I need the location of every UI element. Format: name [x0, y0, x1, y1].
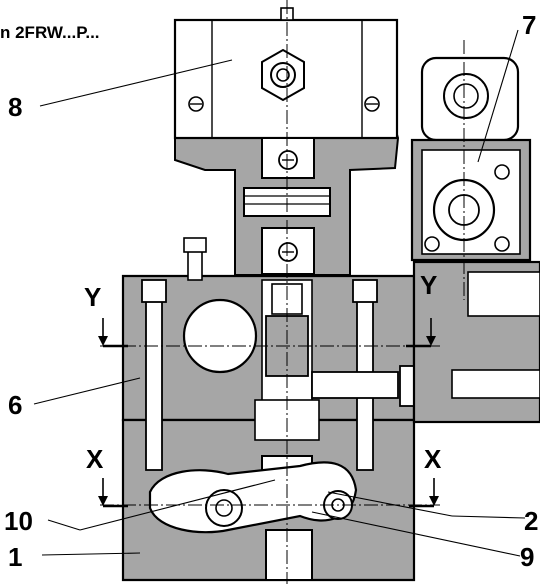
valve-body	[121, 237, 416, 582]
section-mark-x-right: X	[424, 444, 442, 474]
side-valve	[410, 56, 540, 424]
section-marks	[98, 318, 439, 508]
leader-lines	[33, 29, 526, 557]
label-part-7: 7	[522, 10, 536, 40]
label-part-2: 2	[524, 506, 538, 536]
label-part-10: 10	[4, 506, 33, 536]
section-mark-x-left: X	[86, 444, 104, 474]
label-part-1: 1	[8, 542, 22, 572]
label-part-8: 8	[8, 92, 22, 122]
label-part-9: 9	[520, 542, 534, 572]
section-mark-y-right: Y	[420, 270, 437, 300]
label-part-6: 6	[8, 390, 22, 420]
center-lines	[100, 0, 465, 584]
diagram-title: n 2FRW...P...	[0, 23, 100, 42]
section-mark-y-left: Y	[84, 282, 101, 312]
